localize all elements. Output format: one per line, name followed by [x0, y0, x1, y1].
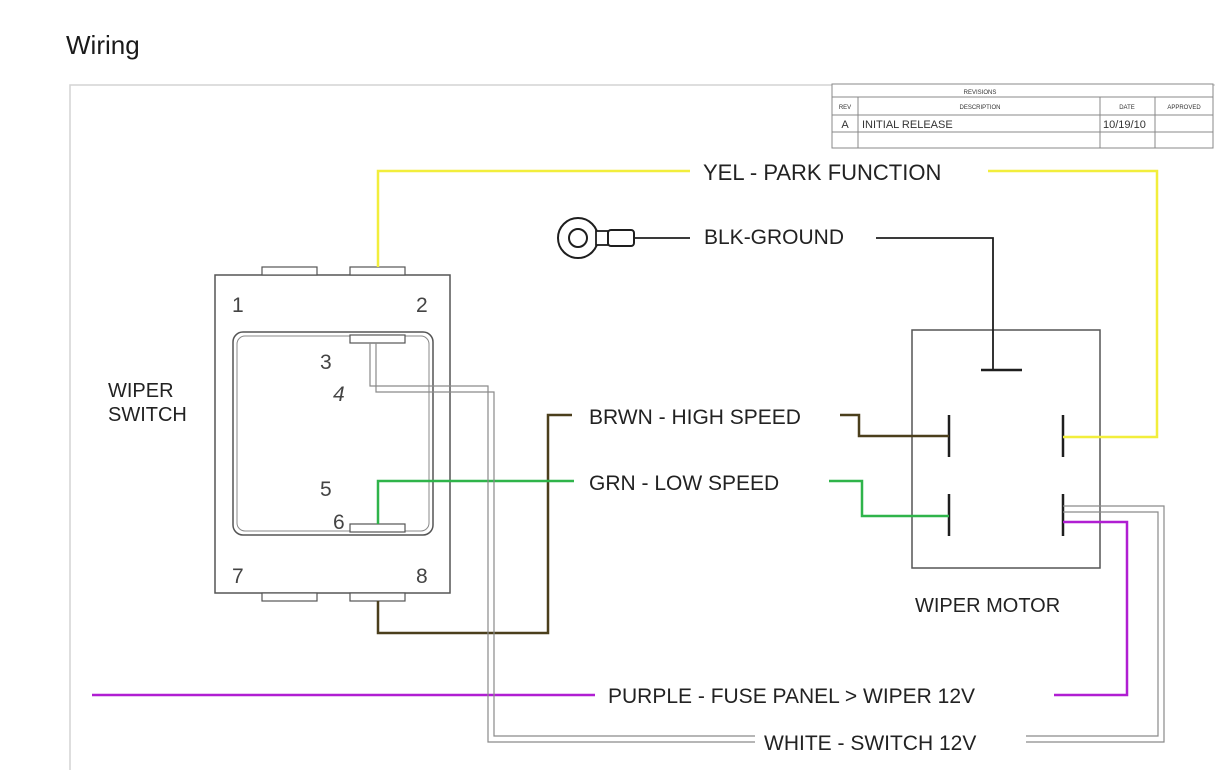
white-switch-wire — [369, 343, 1165, 743]
power-wire-label: PURPLE - FUSE PANEL > WIPER 12V — [608, 685, 975, 708]
revisions-col-rev: REV — [839, 105, 851, 111]
switch-pin-label: 8 — [416, 565, 428, 588]
switch-tab — [261, 266, 318, 276]
high-speed-wire-label: BRWN - HIGH SPEED — [589, 406, 801, 429]
revisions-col-approved: APPROVED — [1167, 105, 1201, 111]
switch-12v-wire-label: WHITE - SWITCH 12V — [764, 732, 976, 755]
revision-date: 10/19/10 — [1103, 119, 1146, 131]
wiper-motor — [911, 329, 1101, 569]
revisions-col-description: DESCRIPTION — [959, 105, 1000, 111]
switch-terminal — [349, 334, 406, 344]
page-title: Wiring — [66, 30, 140, 60]
switch-tab — [349, 266, 406, 276]
switch-pin-label: 5 — [320, 478, 332, 501]
park-wire-label: YEL - PARK FUNCTION — [703, 160, 941, 185]
switch-pin-label: 7 — [232, 565, 244, 588]
revision-description: INITIAL RELEASE — [862, 119, 953, 131]
ground-wire-label: BLK-GROUND — [704, 226, 844, 249]
green-low-speed-wire — [376, 479, 949, 524]
switch-terminal — [349, 523, 406, 533]
switch-label-line2: SWITCH — [108, 404, 187, 426]
wiper-switch: 1 2 3 4 5 6 7 8 — [214, 266, 451, 602]
revisions-table: REVISIONS REV DESCRIPTION DATE APPROVED … — [831, 83, 1214, 149]
switch-pin-label: 4 — [333, 383, 345, 406]
black-ground-wire — [634, 237, 994, 370]
switch-pin-label: 1 — [232, 294, 244, 317]
purple-power-wire — [92, 520, 1129, 697]
revision-rev: A — [841, 119, 849, 131]
switch-label-line1: WIPER — [108, 380, 174, 402]
switch-tab — [261, 592, 318, 602]
brown-high-speed-wire — [376, 413, 949, 635]
low-speed-wire-label: GRN - LOW SPEED — [589, 472, 779, 495]
switch-tab — [349, 592, 406, 602]
ring-terminal-icon — [557, 217, 635, 259]
switch-pin-label: 6 — [333, 511, 345, 534]
yellow-park-wire — [376, 169, 1159, 439]
switch-pin-label: 2 — [416, 294, 428, 317]
revisions-col-date: DATE — [1119, 105, 1135, 111]
revisions-title: REVISIONS — [964, 90, 997, 96]
motor-label: WIPER MOTOR — [915, 595, 1060, 617]
switch-pin-label: 3 — [320, 351, 332, 374]
